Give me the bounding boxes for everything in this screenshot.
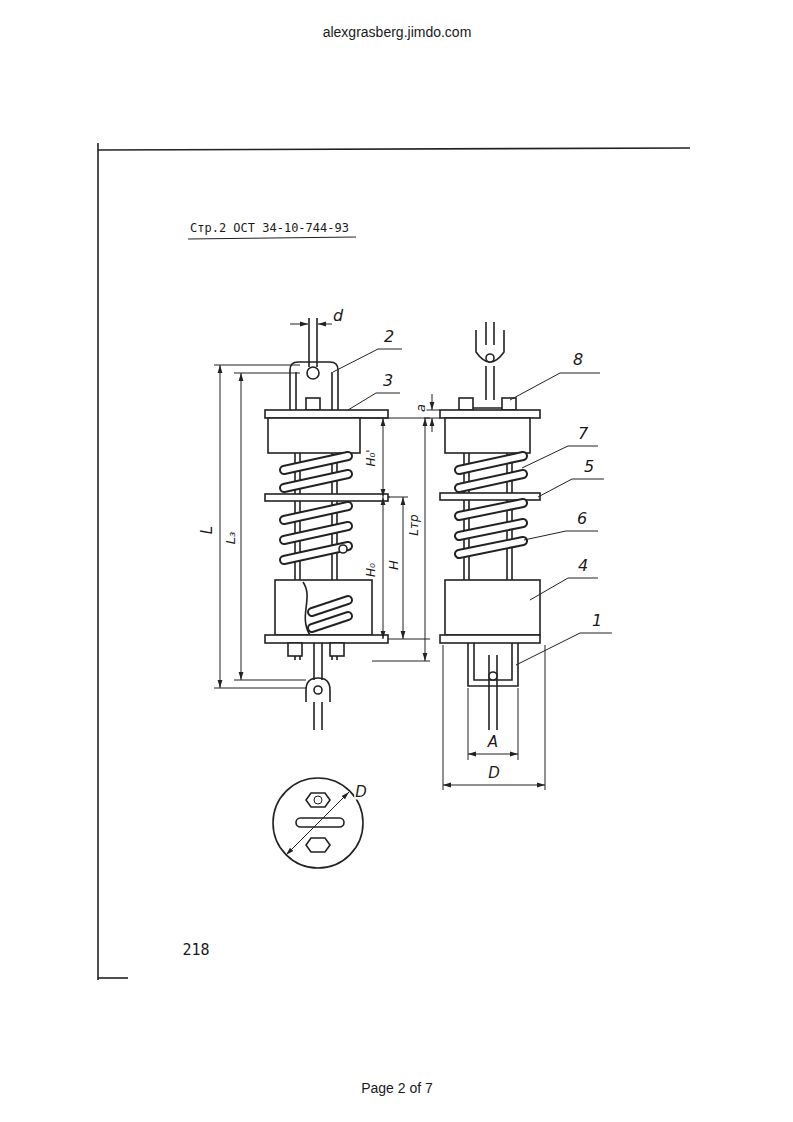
dimension-label: Lтр <box>408 513 420 536</box>
dimension-label: L <box>200 525 215 535</box>
page-number: 218 <box>181 943 210 958</box>
left-view <box>214 318 430 730</box>
callout-number: 5 <box>583 459 595 475</box>
dimension-label: D <box>354 785 368 800</box>
frame-line <box>98 148 690 150</box>
dimension-label: H <box>387 559 400 571</box>
dimension-label: H₀ <box>365 562 377 578</box>
dimension-label: H₀' <box>365 448 377 467</box>
callout-number: 1 <box>591 613 603 629</box>
dimension-label: L₃ <box>224 531 237 545</box>
callout-number: 8 <box>572 352 584 368</box>
top-view <box>273 778 363 868</box>
dimension-label: a <box>414 403 427 413</box>
dimension-label: D <box>487 766 501 781</box>
page-footer: Page 2 of 7 <box>360 1081 434 1095</box>
watermark: alexgrasberg.jimdo.com <box>322 25 473 39</box>
callout-number: 3 <box>382 373 394 389</box>
callout-number: 4 <box>577 558 589 574</box>
dimension-label: d <box>332 308 344 324</box>
right-view <box>424 322 612 790</box>
document-header: Стр.2 ОСТ 34-10-744-93 <box>190 222 349 234</box>
frame-line <box>98 977 128 979</box>
callout-number: 7 <box>577 426 589 442</box>
title-underline <box>188 237 356 239</box>
callout-number: 6 <box>576 511 588 527</box>
frame-line <box>97 143 99 980</box>
callout-number: 2 <box>383 329 395 345</box>
dimension-label: A <box>487 735 499 750</box>
